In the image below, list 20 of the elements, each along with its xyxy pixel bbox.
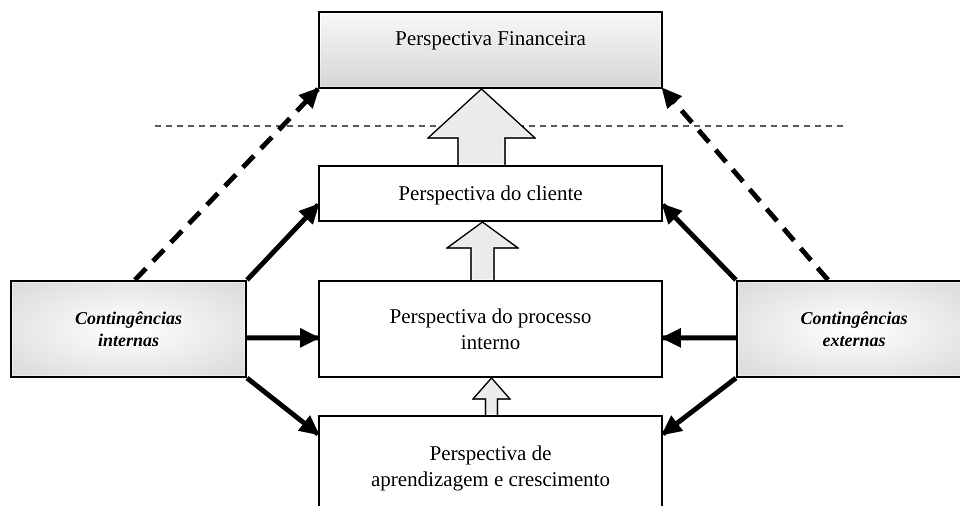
process-box (318, 280, 663, 378)
arrow (661, 376, 738, 436)
arrow (247, 328, 320, 348)
box-label: Perspectiva Financeira (395, 25, 586, 52)
box-label: Perspectiva do processo interno (388, 302, 592, 356)
arrow (661, 87, 830, 282)
arrow (133, 87, 320, 282)
box-label: Contingências internas (74, 306, 184, 352)
box-label: Perspectiva de aprendizagem e crescimento (370, 440, 612, 492)
process-box (10, 280, 247, 378)
process-box (318, 415, 663, 506)
box-label: Perspectiva do cliente (398, 180, 583, 207)
arrow (245, 376, 320, 436)
process-box (318, 165, 663, 222)
process-box (318, 11, 663, 89)
process-box (736, 280, 960, 378)
arrow (661, 203, 738, 282)
arrow (245, 203, 320, 282)
box-label: Contingências externas (799, 306, 909, 352)
arrow (661, 328, 736, 348)
